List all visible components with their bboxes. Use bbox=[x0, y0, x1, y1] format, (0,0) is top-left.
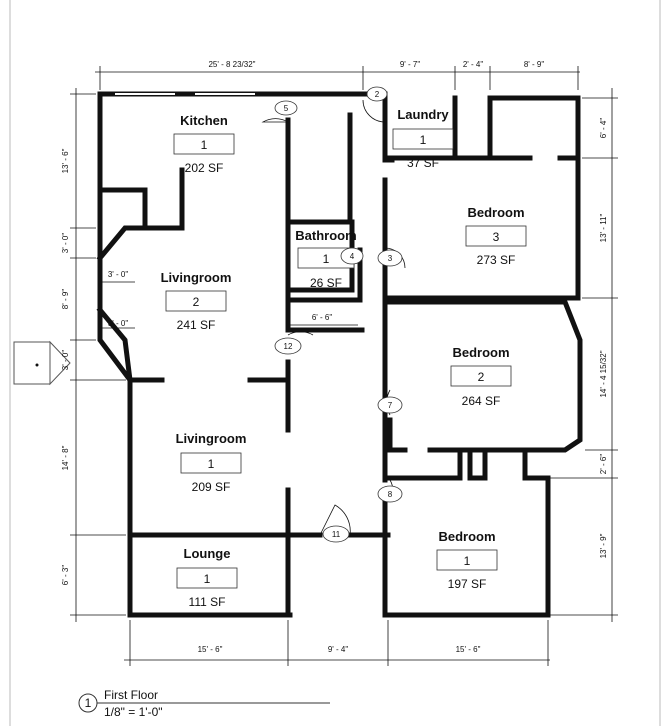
room-tag-bedroom-1[interactable]: Bedroom 1 197 SF bbox=[436, 529, 498, 591]
door-tag[interactable]: 8 bbox=[377, 485, 403, 503]
room-number: 1 bbox=[420, 133, 427, 147]
dim-top-4: 8' - 9" bbox=[524, 60, 545, 69]
walls bbox=[96, 91, 583, 618]
room-number: 1 bbox=[204, 572, 211, 586]
dim-left-2: 3' - 0" bbox=[61, 233, 70, 254]
svg-text:2: 2 bbox=[375, 90, 380, 99]
room-number: 1 bbox=[208, 457, 215, 471]
dimension-labels: 25' - 8 23/32" 9' - 7" 2' - 4" 8' - 9" 1… bbox=[61, 60, 608, 654]
door-tag[interactable]: 5 bbox=[274, 100, 298, 116]
room-area: 37 SF bbox=[407, 156, 439, 170]
dim-left-4: 3' - 0" bbox=[61, 350, 70, 371]
svg-text:7: 7 bbox=[388, 401, 393, 410]
svg-text:12: 12 bbox=[284, 342, 293, 351]
dim-right-5: 13' - 9" bbox=[599, 533, 608, 558]
svg-text:5: 5 bbox=[284, 104, 289, 113]
room-number: 1 bbox=[323, 252, 330, 266]
room-number: 1 bbox=[201, 138, 208, 152]
door-tag[interactable]: 3 bbox=[377, 249, 403, 267]
door-tag[interactable]: 7 bbox=[377, 396, 403, 414]
door-tags: 2 3 4 5 7 8 11 12 bbox=[274, 86, 403, 543]
room-tag-livingroom-2[interactable]: Livingroom 2 241 SF bbox=[161, 270, 232, 332]
room-tag-lounge[interactable]: Lounge 1 111 SF bbox=[176, 546, 238, 609]
room-area: 202 SF bbox=[185, 161, 224, 175]
room-tag-bedroom-2[interactable]: Bedroom 2 264 SF bbox=[450, 345, 512, 408]
elevation-marker[interactable] bbox=[13, 340, 71, 386]
room-tag-laundry[interactable]: Laundry 1 37 SF bbox=[392, 107, 454, 170]
room-number: 2 bbox=[193, 295, 200, 309]
dim-left-6: 6' - 3" bbox=[61, 565, 70, 586]
room-area: 241 SF bbox=[177, 318, 216, 332]
room-name: Bedroom bbox=[438, 529, 495, 544]
dim-right-1: 6' - 4" bbox=[599, 118, 608, 139]
room-tag-bathroom[interactable]: Bathroom 1 26 SF bbox=[295, 228, 356, 290]
room-name: Laundry bbox=[397, 107, 449, 122]
room-area: 273 SF bbox=[477, 253, 516, 267]
dim-bottom-1: 15' - 6" bbox=[198, 645, 223, 654]
svg-text:11: 11 bbox=[332, 530, 341, 539]
dim-bottom-2: 9' - 4" bbox=[328, 645, 349, 654]
svg-text:4: 4 bbox=[350, 252, 355, 261]
dim-left-3: 8' - 9" bbox=[61, 289, 70, 310]
room-name: Livingroom bbox=[176, 431, 247, 446]
room-area: 26 SF bbox=[310, 276, 342, 290]
room-area: 264 SF bbox=[462, 394, 501, 408]
dim-bottom-3: 15' - 6" bbox=[456, 645, 481, 654]
svg-text:8: 8 bbox=[388, 490, 393, 499]
svg-text:3: 3 bbox=[388, 254, 393, 263]
room-name: Bedroom bbox=[467, 205, 524, 220]
dimension-lines bbox=[70, 66, 618, 666]
dim-interior-1: 3' - 0" bbox=[108, 270, 129, 279]
room-tag-kitchen[interactable]: Kitchen 1 202 SF bbox=[173, 113, 235, 175]
room-name: Kitchen bbox=[180, 113, 228, 128]
view-number: 1 bbox=[85, 696, 92, 710]
room-name: Bedroom bbox=[452, 345, 509, 360]
dim-right-4: 2' - 6" bbox=[599, 454, 608, 475]
room-number: 1 bbox=[464, 554, 471, 568]
dim-top-1: 25' - 8 23/32" bbox=[208, 60, 255, 69]
dim-top-3: 2' - 4" bbox=[463, 60, 484, 69]
dim-right-2: 13' - 11" bbox=[599, 214, 608, 243]
dim-top-2: 9' - 7" bbox=[400, 60, 421, 69]
door-tag[interactable]: 12 bbox=[274, 337, 302, 355]
room-name: Lounge bbox=[184, 546, 231, 561]
room-area: 209 SF bbox=[192, 480, 231, 494]
view-scale: 1/8" = 1'-0" bbox=[104, 705, 163, 719]
door-tag[interactable]: 11 bbox=[322, 525, 350, 543]
room-tag-livingroom-1[interactable]: Livingroom 1 209 SF bbox=[176, 431, 247, 494]
door-tag[interactable]: 2 bbox=[366, 86, 388, 102]
room-tag-bedroom-3[interactable]: Bedroom 3 273 SF bbox=[465, 205, 527, 267]
room-number: 3 bbox=[493, 230, 500, 244]
room-name: Livingroom bbox=[161, 270, 232, 285]
dim-left-1: 13' - 6" bbox=[61, 148, 70, 173]
room-area: 111 SF bbox=[189, 595, 226, 609]
dim-interior-3: 6' - 6" bbox=[312, 313, 333, 322]
view-title: 1 First Floor 1/8" = 1'-0" bbox=[78, 688, 330, 719]
dim-interior-2: 3' - 0" bbox=[108, 319, 129, 328]
room-name: Bathroom bbox=[295, 228, 356, 243]
room-number: 2 bbox=[478, 370, 485, 384]
view-name: First Floor bbox=[104, 688, 158, 702]
room-area: 197 SF bbox=[448, 577, 487, 591]
door-tag[interactable]: 4 bbox=[340, 247, 364, 265]
dim-left-5: 14' - 8" bbox=[61, 445, 70, 470]
dim-right-3: 14' - 4 15/32" bbox=[599, 350, 608, 397]
